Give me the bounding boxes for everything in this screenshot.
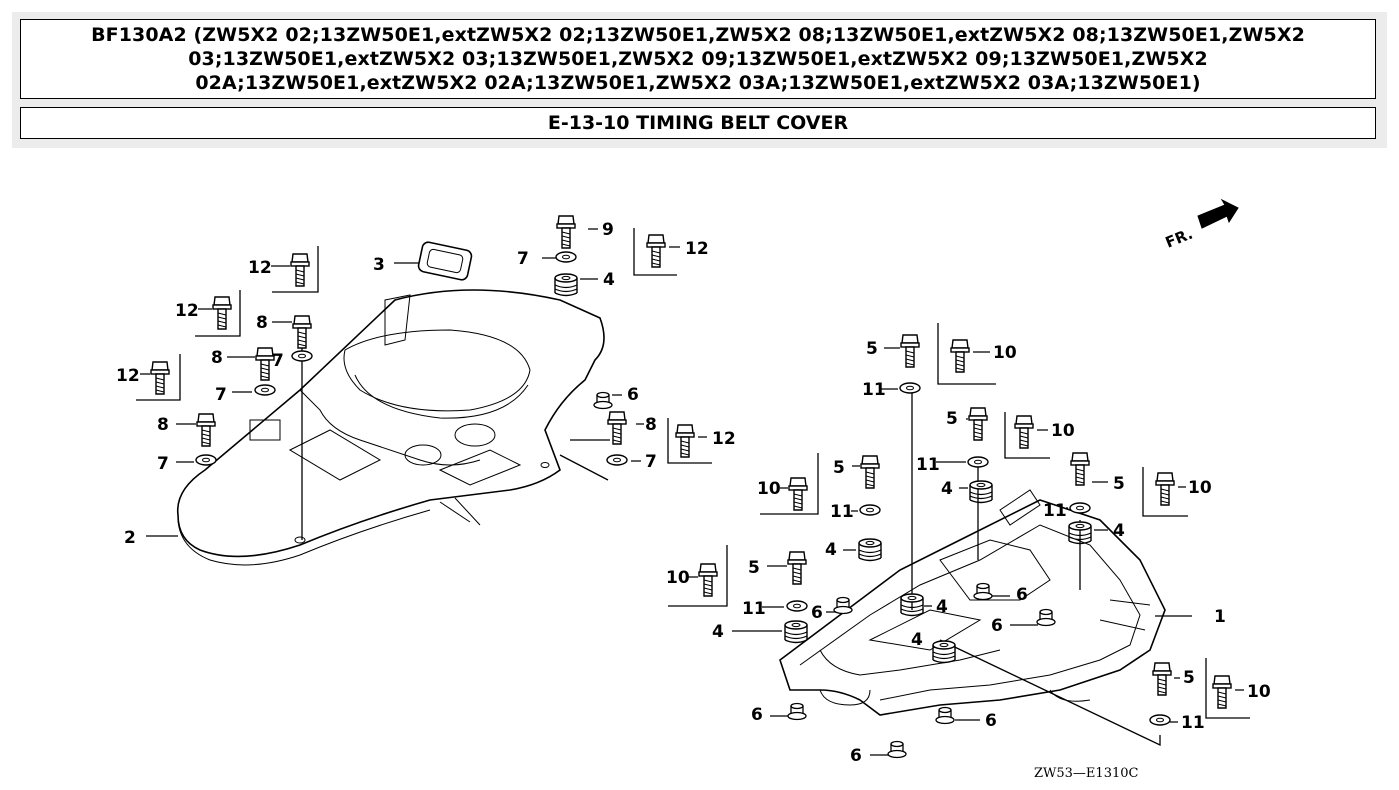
callout-11: 11 xyxy=(830,502,854,522)
upper-timing-belt-cover xyxy=(176,289,605,566)
upper-hardware xyxy=(150,215,695,466)
callout-5: 5 xyxy=(1183,668,1195,688)
callout-11: 11 xyxy=(862,380,886,400)
callout-8: 8 xyxy=(256,313,268,333)
callout-12: 12 xyxy=(248,258,272,278)
callout-10: 10 xyxy=(1188,478,1212,498)
callout-8: 8 xyxy=(157,415,169,435)
callout-7: 7 xyxy=(272,351,284,371)
bracket-lines xyxy=(136,228,1250,719)
callout-12: 12 xyxy=(685,239,709,259)
callout-4: 4 xyxy=(936,597,948,617)
callout-10: 10 xyxy=(666,568,690,588)
front-direction-marker: FR. xyxy=(1163,198,1239,252)
callout-10: 10 xyxy=(757,479,781,499)
front-direction-label: FR. xyxy=(1163,225,1196,252)
callout-2: 2 xyxy=(124,528,136,548)
section-title: E-13-10 TIMING BELT COVER xyxy=(547,112,849,134)
callout-11: 11 xyxy=(916,455,940,475)
callout-5: 5 xyxy=(866,339,878,359)
callout-11: 11 xyxy=(742,599,766,619)
callout-5: 5 xyxy=(748,558,760,578)
callout-8: 8 xyxy=(645,415,657,435)
callout-6: 6 xyxy=(811,603,823,623)
callout-11: 11 xyxy=(1043,501,1067,521)
model-title-box: BF130A2 (ZW5X2 02;13ZW50E1,extZW5X2 02;1… xyxy=(20,19,1376,99)
callout-6: 6 xyxy=(850,746,862,766)
callout-labels: 1 2 3 4 4 4 4 4 4 4 5 5 5 5 5 5 6 6 6 6 … xyxy=(116,220,1271,766)
callout-9: 9 xyxy=(602,220,614,240)
label-leaders xyxy=(140,228,1244,756)
callout-3: 3 xyxy=(373,255,385,275)
callout-4: 4 xyxy=(712,622,724,642)
callout-4: 4 xyxy=(825,540,837,560)
lower-timing-belt-case xyxy=(779,489,1166,716)
callout-6: 6 xyxy=(991,616,1003,636)
callout-4: 4 xyxy=(941,479,953,499)
callout-10: 10 xyxy=(993,343,1017,363)
section-title-box: E-13-10 TIMING BELT COVER xyxy=(20,107,1376,139)
callout-7: 7 xyxy=(645,452,657,472)
callout-7: 7 xyxy=(157,454,169,474)
callout-7: 7 xyxy=(215,385,227,405)
callout-1: 1 xyxy=(1214,607,1226,627)
callout-8: 8 xyxy=(211,348,223,368)
callout-5: 5 xyxy=(833,458,845,478)
callout-10: 10 xyxy=(1247,682,1271,702)
drawing-code: ZW53—E1310C xyxy=(1034,766,1139,781)
callout-4: 4 xyxy=(911,630,923,650)
callout-6: 6 xyxy=(627,385,639,405)
callout-12: 12 xyxy=(712,429,736,449)
callout-4: 4 xyxy=(1113,521,1125,541)
callout-10: 10 xyxy=(1051,421,1075,441)
callout-12: 12 xyxy=(116,366,140,386)
callout-6: 6 xyxy=(1016,585,1028,605)
callout-6: 6 xyxy=(751,705,763,725)
callout-4: 4 xyxy=(603,270,615,290)
callout-12: 12 xyxy=(175,301,199,321)
callout-11: 11 xyxy=(1181,713,1205,733)
callout-5: 5 xyxy=(946,409,958,429)
model-title-line-3: 02A;13ZW50E1,extZW5X2 02A;13ZW50E1,ZW5X2… xyxy=(195,72,1201,94)
callout-7: 7 xyxy=(517,249,529,269)
model-title-line-2: 03;13ZW50E1,extZW5X2 03;13ZW50E1,ZW5X2 0… xyxy=(188,48,1208,70)
callout-6: 6 xyxy=(985,711,997,731)
model-title-line-1: BF130A2 (ZW5X2 02;13ZW50E1,extZW5X2 02;1… xyxy=(91,24,1305,46)
callout-5: 5 xyxy=(1113,474,1125,494)
